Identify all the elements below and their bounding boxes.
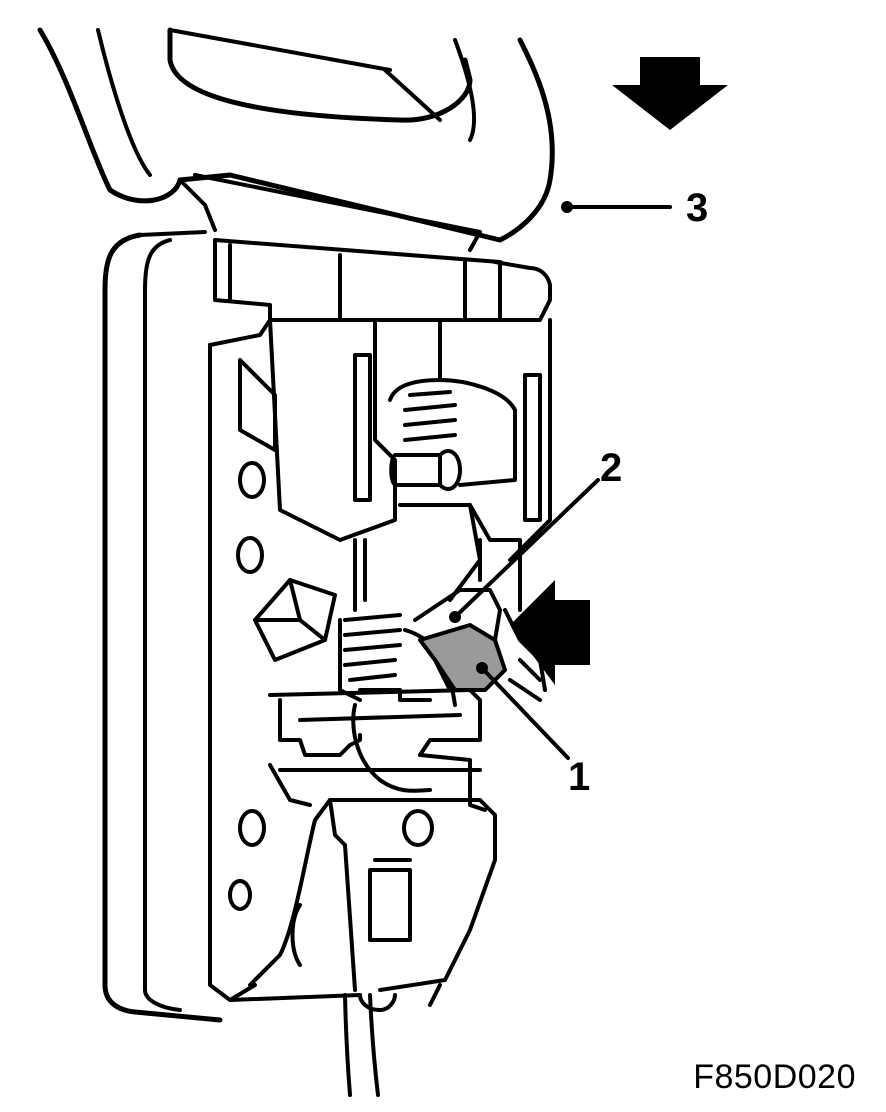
callout-dot-1 <box>476 662 488 674</box>
wedge-block <box>253 578 337 662</box>
lower-latch <box>228 798 497 1097</box>
callout-line-1 <box>480 666 570 760</box>
callout-label-3: 3 <box>686 186 709 230</box>
mounting-holes <box>228 461 434 911</box>
bracket-plate <box>268 688 487 812</box>
latch-mechanism <box>268 318 552 707</box>
callout-dot-2 <box>449 611 461 623</box>
housing-outline <box>102 230 552 1023</box>
left-arrow-icon <box>510 580 590 685</box>
callout-label-2: 2 <box>600 446 623 490</box>
handle-outline <box>37 27 555 252</box>
callout-line-2 <box>453 478 600 619</box>
figure-code: F850D020 <box>693 1058 856 1096</box>
callout-dot-3 <box>561 201 573 213</box>
down-arrow-icon <box>612 57 728 130</box>
callout-label-1: 1 <box>568 755 591 799</box>
